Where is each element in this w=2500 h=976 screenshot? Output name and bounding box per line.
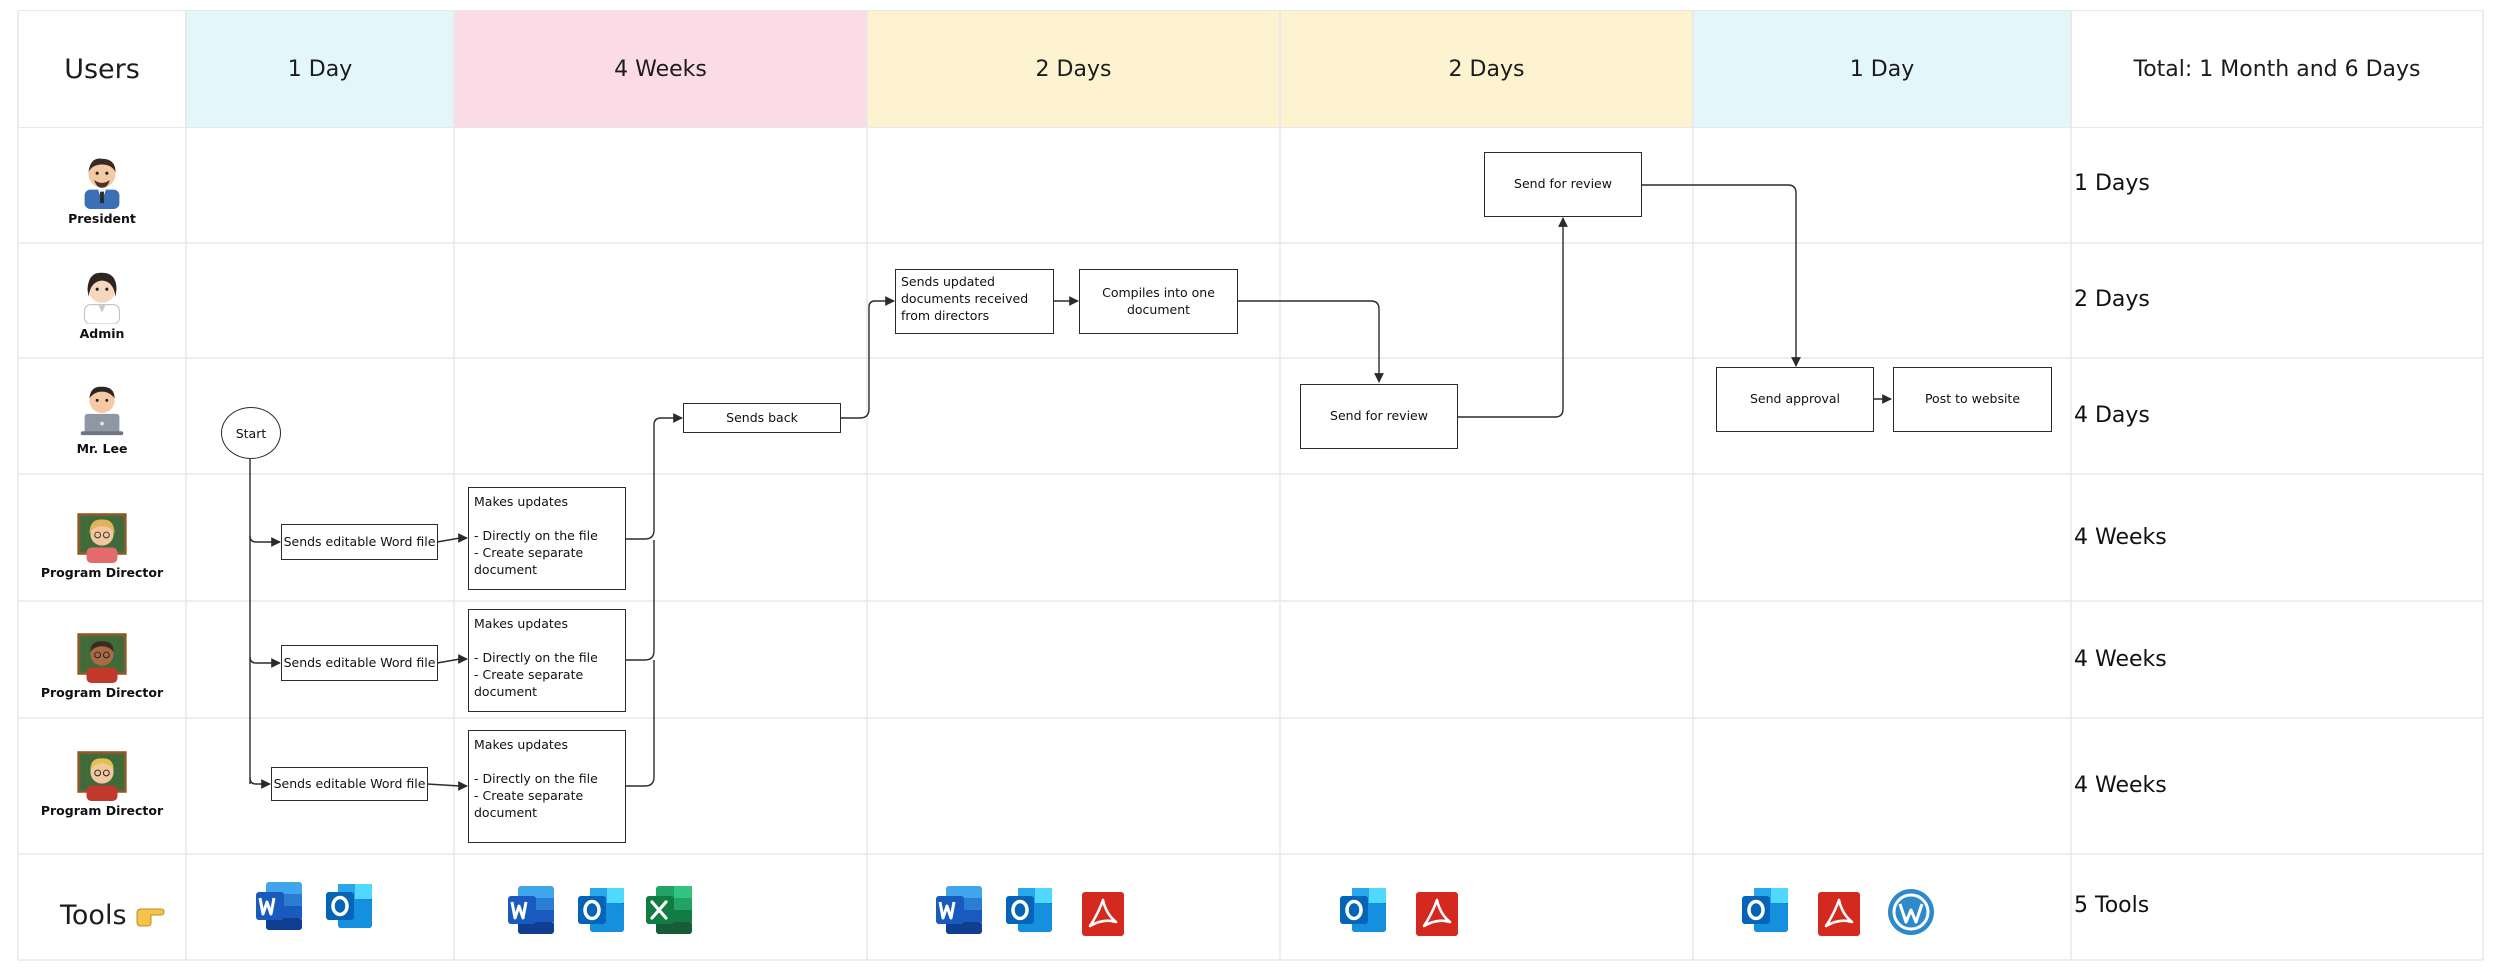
- excel-icon: [646, 886, 692, 934]
- role-name: Program Director: [40, 684, 164, 700]
- man-teacher-avatar-icon: [77, 632, 127, 683]
- pdf-icon: [1416, 892, 1458, 936]
- connector-sends-3-to-updates-3: [426, 781, 468, 791]
- send-for-review-node[interactable]: Send for review: [1300, 384, 1458, 449]
- connector-compiles-to-review: [1237, 300, 1384, 383]
- total-header: Total: 1 Month and 6 Days: [2071, 10, 2483, 128]
- connector-sends-back-to-sends-updated: [840, 296, 895, 419]
- role-name: President: [68, 210, 136, 226]
- sends-back-node[interactable]: Sends back: [683, 403, 841, 433]
- connector-start-to-sends-3: [249, 777, 271, 789]
- connector-sends-1-to-updates-1: [436, 533, 468, 543]
- connector-updates-3-to-sends-back: [625, 660, 655, 787]
- outlook-icon: [1006, 888, 1052, 932]
- duration-mr-lee: 4 Days: [2074, 403, 2150, 428]
- duration-program-director-3: 4 Weeks: [2074, 773, 2167, 798]
- connector-president-to-approval: [1641, 184, 1801, 367]
- sends-updated-documents-node[interactable]: Sends updated documents received from di…: [895, 269, 1054, 334]
- phase-label: 2 Days: [1448, 56, 1525, 82]
- wordpress-icon: [1888, 889, 1934, 935]
- send-approval-node[interactable]: Send approval: [1716, 367, 1874, 432]
- tools-count: 5 Tools: [2074, 893, 2150, 918]
- woman-teacher-avatar-icon: [77, 512, 127, 563]
- outlook-icon: [578, 888, 624, 932]
- phase-header-5: 1 Day: [1693, 10, 2071, 128]
- role-mr-lee: Mr. Lee: [18, 368, 186, 468]
- man-teacher-avatar-icon: [77, 750, 127, 801]
- total-label: Total: 1 Month and 6 Days: [2133, 56, 2421, 82]
- phase-header-1: 1 Day: [186, 10, 454, 128]
- pdf-icon: [1082, 892, 1124, 936]
- phase-label: 2 Days: [1035, 56, 1112, 82]
- word-icon: [508, 886, 554, 934]
- makes-updates-node-2[interactable]: Makes updates - Directly on the file - C…: [468, 609, 626, 712]
- phase-header-2: 4 Weeks: [454, 10, 867, 128]
- connector-updates-1-to-sends-back: [625, 413, 683, 540]
- sends-word-file-node-2[interactable]: Sends editable Word file: [281, 645, 438, 681]
- users-header-label: Users: [64, 53, 140, 85]
- duration-program-director-2: 4 Weeks: [2074, 647, 2167, 672]
- phase-header-3: 2 Days: [867, 10, 1280, 128]
- pointing-hand-icon: [136, 908, 165, 926]
- phase-label: 4 Weeks: [614, 56, 707, 82]
- role-president: President: [18, 138, 186, 238]
- role-name: Program Director: [40, 564, 164, 580]
- connector-start-to-sends-1: [249, 535, 281, 547]
- makes-updates-node-1[interactable]: Makes updates - Directly on the file - C…: [468, 487, 626, 590]
- role-name: Program Director: [40, 802, 164, 818]
- duration-admin: 2 Days: [2074, 287, 2150, 312]
- pdf-icon: [1818, 892, 1860, 936]
- tools-label-text: Tools: [60, 900, 127, 931]
- makes-updates-node-3[interactable]: Makes updates - Directly on the file - C…: [468, 730, 626, 843]
- phase-label: 1 Day: [287, 56, 353, 82]
- outlook-icon: [326, 884, 372, 928]
- president-send-for-review-node[interactable]: Send for review: [1484, 152, 1642, 217]
- technologist-avatar-icon: [80, 386, 124, 435]
- sends-word-file-node-1[interactable]: Sends editable Word file: [281, 524, 438, 560]
- phase-header-4: 2 Days: [1280, 10, 1693, 128]
- role-program-director-2: Program Director: [18, 610, 186, 714]
- word-icon: [936, 886, 982, 934]
- sends-word-file-node-3[interactable]: Sends editable Word file: [271, 767, 428, 801]
- phase-label: 1 Day: [1849, 56, 1915, 82]
- role-admin: Admin: [18, 253, 186, 353]
- role-program-director-1: Program Director: [18, 488, 186, 596]
- duration-president: 1 Days: [2074, 171, 2150, 196]
- connector-updates-2-to-sends-back: [625, 540, 655, 661]
- post-to-website-node[interactable]: Post to website: [1893, 367, 2052, 432]
- role-program-director-3: Program Director: [18, 730, 186, 830]
- outlook-icon: [1340, 888, 1386, 932]
- woman-avatar-icon: [84, 272, 120, 324]
- role-name: Mr. Lee: [76, 440, 128, 456]
- word-icon: [256, 882, 302, 930]
- start-node[interactable]: Start: [221, 407, 281, 459]
- connector-start-to-sends-2: [249, 656, 281, 668]
- connector-review-to-president-review: [1457, 217, 1568, 418]
- duration-program-director-1: 4 Weeks: [2074, 525, 2167, 550]
- role-name: Admin: [79, 325, 125, 341]
- outlook-icon: [1742, 888, 1788, 932]
- man-beard-avatar-icon: [84, 158, 120, 209]
- tools-label: Tools: [60, 900, 165, 931]
- connector-sends-2-to-updates-2: [436, 654, 468, 664]
- compiles-document-node[interactable]: Compiles into one document: [1079, 269, 1238, 334]
